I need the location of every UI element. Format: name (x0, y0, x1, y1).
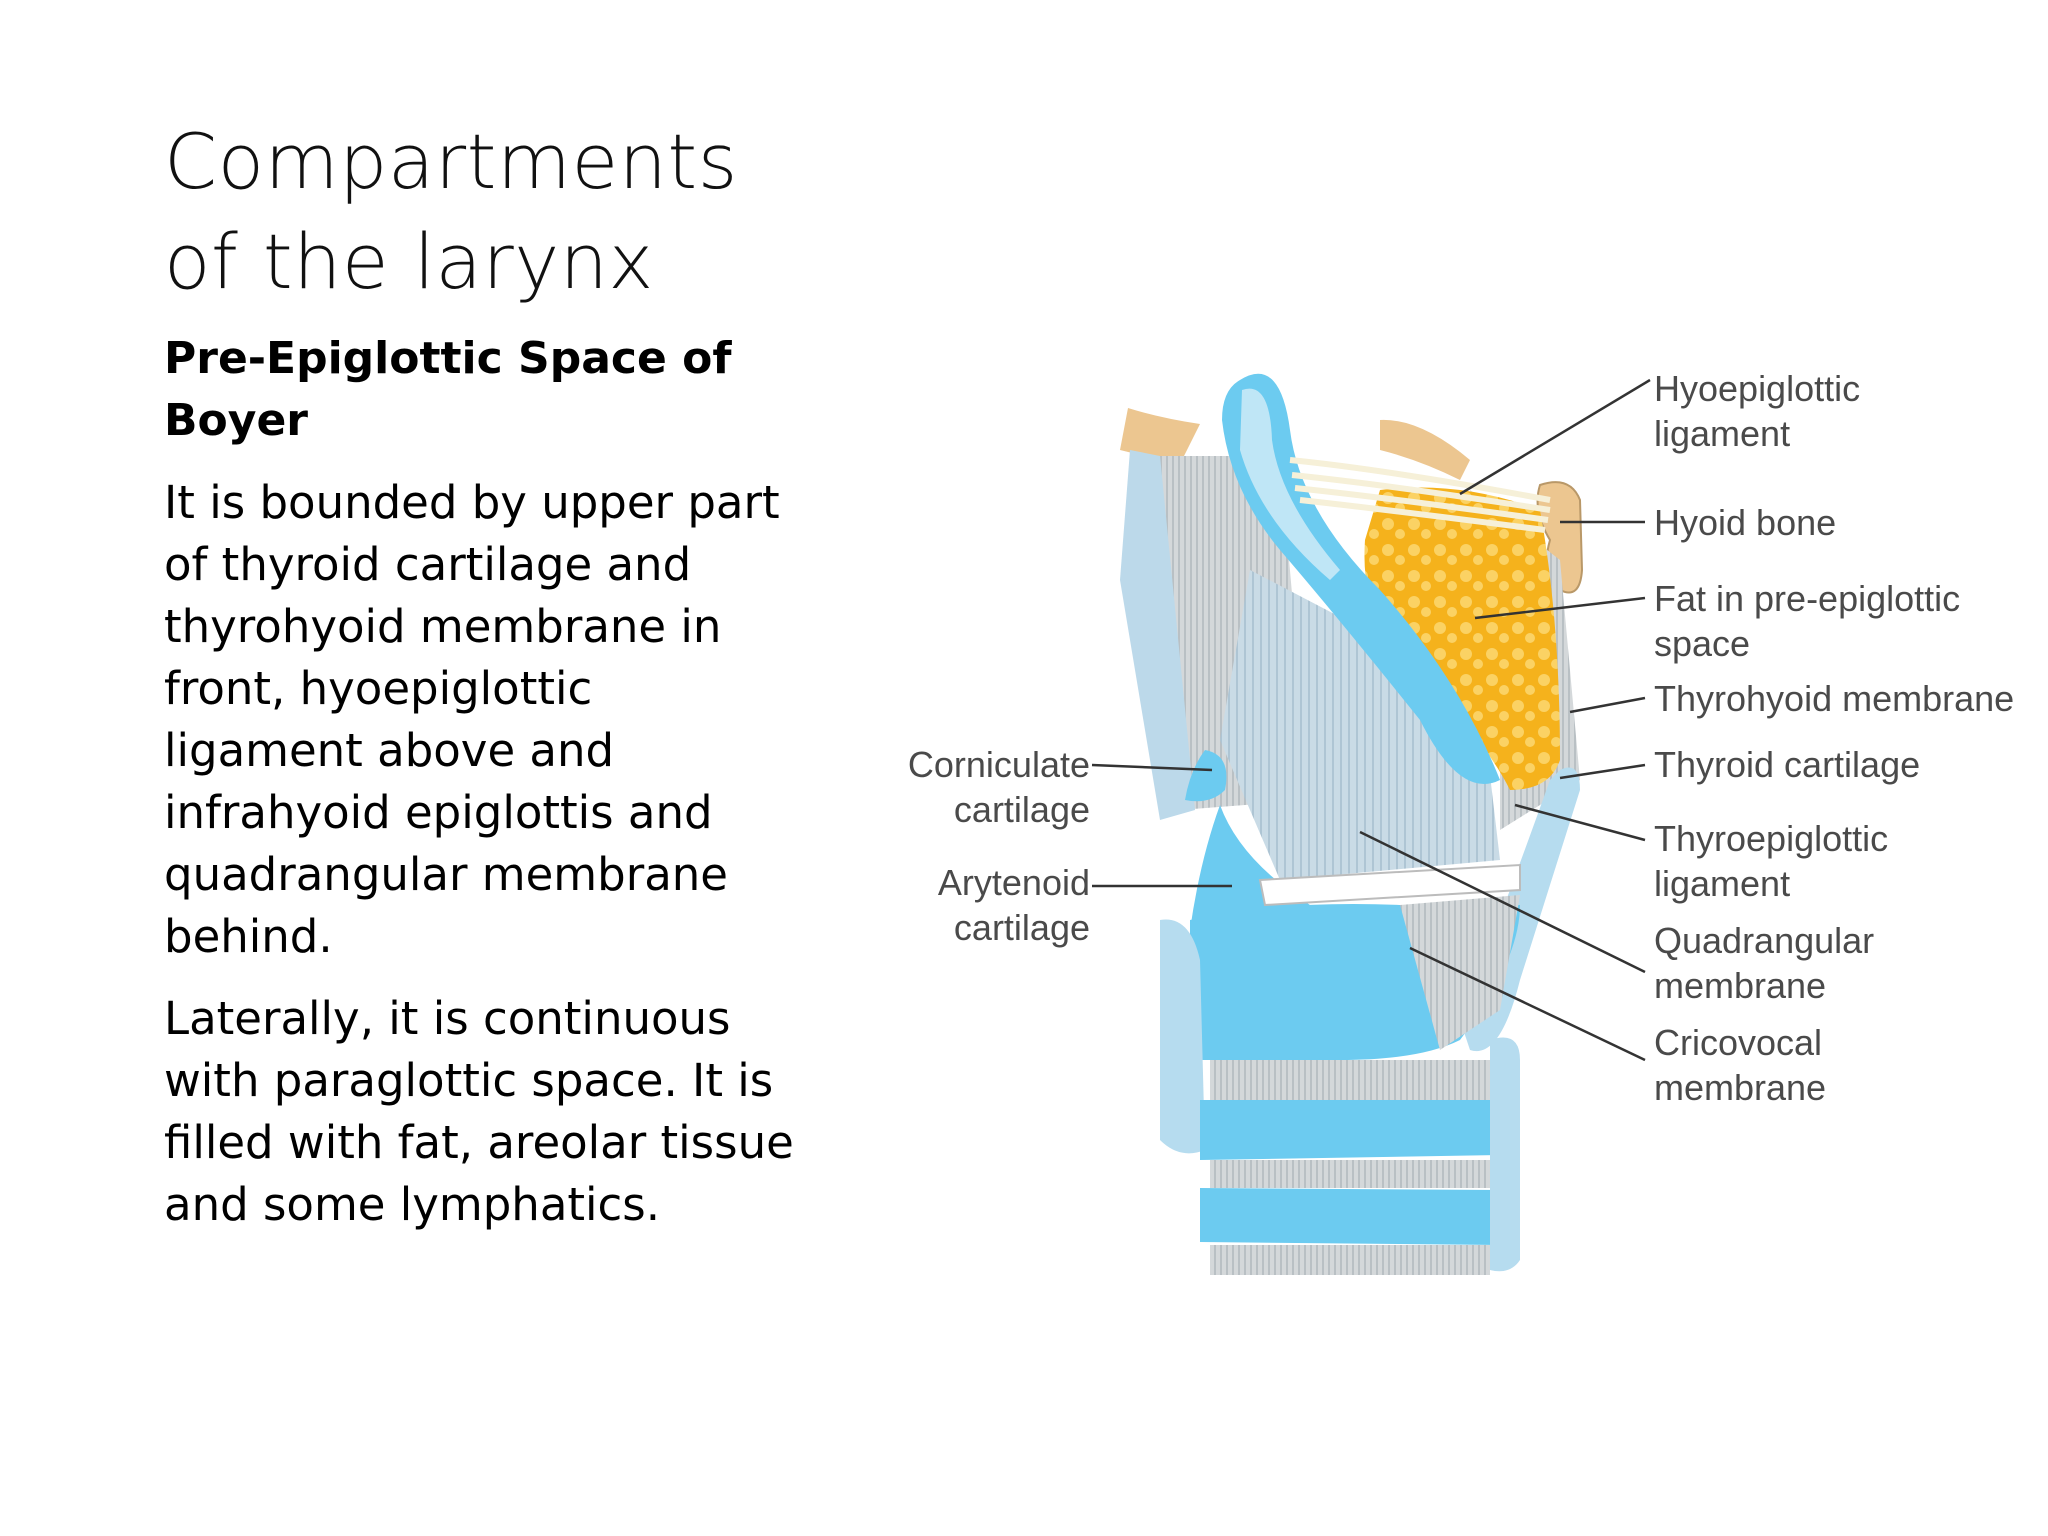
title-line-2: of the larynx (164, 217, 654, 306)
hyoid-bone-left (1120, 408, 1200, 460)
leader-lines (1091, 378, 1651, 1062)
subheading-line-1: Pre-Epiglottic Space of (164, 333, 732, 384)
label-thyrohyoid-membrane: Thyrohyoid membrane (1654, 678, 2015, 719)
trachea-pale-right (1490, 1037, 1520, 1272)
label-hyoid-bone: Hyoid bone (1654, 502, 1837, 543)
paragraph-lateral: Laterally, it is continuous with paraglo… (164, 992, 794, 1231)
larynx-illustration (1091, 373, 1651, 1275)
larynx-figure: Hyoepiglottic ligament Hyoid bone Fat in… (860, 360, 2040, 1300)
pre-epiglottic-fat (1364, 487, 1560, 790)
trachea-ring-1 (1200, 1100, 1500, 1160)
paragraph-boundaries: It is bounded by upper part of thyroid c… (164, 476, 780, 963)
trachea-gap-2 (1210, 1160, 1490, 1188)
epiglottis (1222, 373, 1500, 784)
label-fat-pre-epiglottic: Fat in pre-epiglottic space (1654, 578, 1961, 664)
label-cricovocal-membrane: Cricovocal membrane (1654, 1022, 1827, 1108)
thyroid-lamina-edge (1120, 450, 1195, 820)
quadrangular-membrane (1220, 570, 1500, 880)
trachea-gap-1 (1210, 1060, 1500, 1100)
trachea-ring-2 (1200, 1188, 1500, 1245)
label-arytenoid-cartilage: Arytenoid cartilage (937, 862, 1090, 948)
label-hyoepiglottic-ligament: Hyoepiglottic ligament (1654, 368, 1861, 454)
label-corniculate-cartilage: Corniculate cartilage (907, 744, 1090, 830)
label-thyroepiglottic-ligament: Thyroepiglottic ligament (1654, 818, 1889, 904)
cricoid-edge (1160, 919, 1205, 1154)
body-text: Pre-Epiglottic Space of Boyer It is boun… (164, 328, 804, 1256)
vocal-ligament (1258, 863, 1521, 907)
subheading: Pre-Epiglottic Space of Boyer (164, 328, 804, 452)
trachea-gap-3 (1210, 1245, 1490, 1275)
slide-title: Compartments of the larynx (164, 112, 824, 312)
hyoid-bone-right (1380, 419, 1470, 480)
corniculate-cartilage (1185, 750, 1227, 802)
label-thyroid-cartilage: Thyroid cartilage (1654, 744, 1921, 785)
title-line-1: Compartments (164, 117, 738, 206)
hyoepiglottic-ligament (1289, 457, 1551, 533)
subheading-line-2: Boyer (164, 395, 308, 446)
label-quadrangular-membrane: Quadrangular membrane (1654, 920, 1875, 1006)
epiglottis-highlight (1240, 388, 1340, 580)
